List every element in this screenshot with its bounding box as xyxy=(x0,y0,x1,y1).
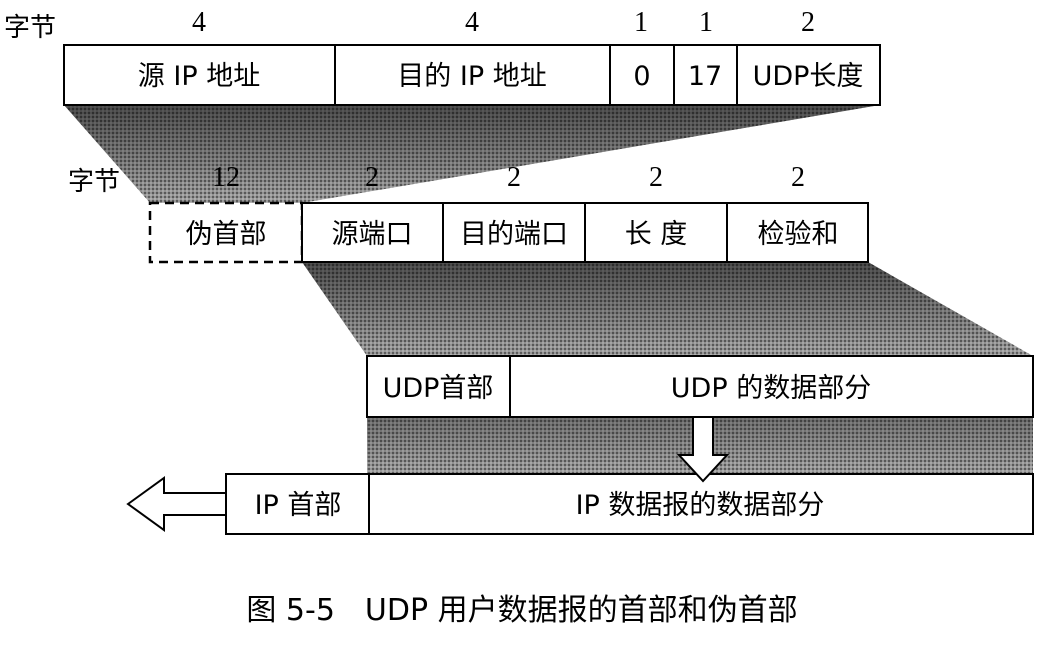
figure-caption: 图 5-5 UDP 用户数据报的首部和伪首部 xyxy=(246,593,797,628)
field-src-port: 源端口 xyxy=(332,219,413,250)
byte-count-src-ip: 4 xyxy=(192,7,206,38)
byte-count-protocol: 1 xyxy=(699,7,713,38)
byte-count-dst-ip: 4 xyxy=(465,7,479,38)
udp-datagram-box xyxy=(366,355,1034,418)
udp-header-section: 字节 12 2 2 2 2 伪首部 源端口 目的端口 长 度 检验和 xyxy=(68,162,869,264)
field-protocol-17: 17 xyxy=(688,61,722,92)
field-dst-ip-address: 目的 IP 地址 xyxy=(397,61,546,92)
byte-count-zero: 1 xyxy=(634,7,648,38)
down-arrow-icon xyxy=(676,416,730,483)
field-zero: 0 xyxy=(633,61,650,92)
udp-header-label: UDP首部 xyxy=(383,373,494,404)
byte-unit-label-middle: 字节 xyxy=(68,167,120,197)
pseudo-header-box xyxy=(63,44,881,106)
field-udp-length: UDP长度 xyxy=(753,61,864,92)
ip-datagram-section: IP 首部 IP 数据报的数据部分 xyxy=(225,473,1034,535)
projection-shading-middle xyxy=(302,262,1033,356)
ip-data-label: IP 数据报的数据部分 xyxy=(576,490,825,521)
byte-count-udp-length: 2 xyxy=(801,7,815,38)
byte-unit-label-top: 字节 xyxy=(4,13,56,43)
field-length: 长 度 xyxy=(625,219,688,250)
pseudo-header-section: 字节 4 4 1 1 2 源 IP 地址 目的 IP 地址 0 17 UDP长度 xyxy=(4,7,881,106)
ip-datagram-box xyxy=(225,473,1034,535)
byte-count-dst-port: 2 xyxy=(507,162,521,193)
byte-count-checksum: 2 xyxy=(791,162,805,193)
projection-shading-top xyxy=(64,105,880,203)
udp-datagram-section: UDP首部 UDP 的数据部分 xyxy=(366,355,1034,418)
field-checksum: 检验和 xyxy=(758,219,839,250)
field-dst-port: 目的端口 xyxy=(460,219,568,250)
field-src-ip-address: 源 IP 地址 xyxy=(138,61,260,92)
byte-count-length: 2 xyxy=(649,162,663,193)
pseudo-header-label: 伪首部 xyxy=(186,219,267,250)
byte-count-src-port: 2 xyxy=(365,162,379,193)
left-arrow-icon xyxy=(126,476,227,532)
byte-count-pseudo-header: 12 xyxy=(212,162,240,193)
udp-data-label: UDP 的数据部分 xyxy=(671,373,871,404)
ip-header-label: IP 首部 xyxy=(255,490,342,521)
